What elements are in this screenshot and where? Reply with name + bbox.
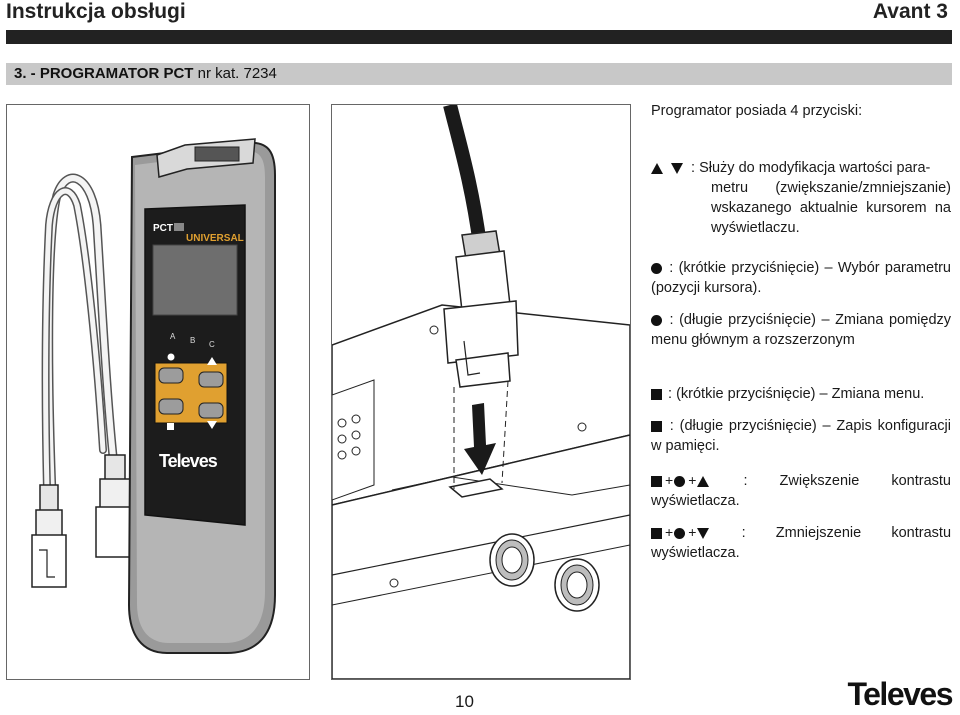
televes-logo: Televes [847, 676, 953, 712]
amplifier-connection-drawing [332, 105, 630, 679]
instruction-circle-short: : (krótkie przyciśnięcie) – Wybór parame… [651, 260, 951, 296]
device-label-c: C [209, 340, 215, 349]
document-title: Instrukcja obsługi [6, 0, 186, 23]
circle-icon [674, 475, 686, 487]
coax-connector-icon [489, 533, 600, 612]
section-title: 3. - PROGRAMATOR PCT [14, 65, 194, 82]
device-brand-universal: UNIVERSAL [186, 233, 244, 244]
device-brand-pct: PCT [153, 223, 173, 234]
square-icon [651, 420, 662, 432]
header-rule [6, 30, 952, 44]
circle-icon [651, 314, 662, 326]
connection-illustration [331, 104, 631, 680]
square-icon [651, 475, 662, 487]
instruction-updown: : Służy do modyfikacja wartości para- me… [651, 158, 951, 238]
programmer-device-drawing: PCT UNIVERSAL A B C Televes [31, 138, 276, 654]
triangle-down-icon [671, 162, 683, 174]
device-logo: Televes [159, 451, 218, 471]
instruction-contrast-up: ++ : Zwiększenie kontrastu wyświetlacza. [651, 472, 951, 509]
intro-text: Programator posiada 4 przyciski: [651, 103, 863, 119]
product-name: Avant 3 [872, 0, 948, 23]
circle-icon [674, 527, 686, 539]
instruction-square-long: : (długie przyciśnięcie) – Zapis konfigu… [651, 418, 951, 454]
page-number: 10 [455, 692, 474, 711]
square-icon [651, 527, 662, 539]
catalog-number: nr kat. 7234 [197, 65, 277, 82]
circle-icon [167, 353, 175, 361]
triangle-up-icon [207, 357, 217, 365]
instruction-circle-long: : (długie przyciśnięcie) – Zmiana pomięd… [651, 312, 952, 348]
device-label-b: B [190, 336, 195, 345]
instruction-square-short: : (krótkie przyciśnięcie) – Zmiana menu. [651, 384, 951, 404]
square-icon [167, 423, 174, 430]
circle-icon [651, 262, 662, 274]
programmer-illustration: PCT UNIVERSAL A B C Televes [6, 104, 310, 680]
instruction-contrast-down: ++ : Zmniejszenie kontrastu wyświetlacza… [651, 524, 952, 561]
device-label-a: A [170, 332, 176, 341]
triangle-down-icon [207, 421, 217, 429]
insert-arrow-icon [464, 403, 496, 475]
triangle-down-icon [697, 527, 710, 539]
triangle-up-icon [651, 162, 663, 174]
square-icon [651, 388, 662, 400]
section-heading: 3. - PROGRAMATOR PCT nr kat. 7234 [6, 63, 952, 85]
triangle-up-icon [697, 475, 710, 487]
